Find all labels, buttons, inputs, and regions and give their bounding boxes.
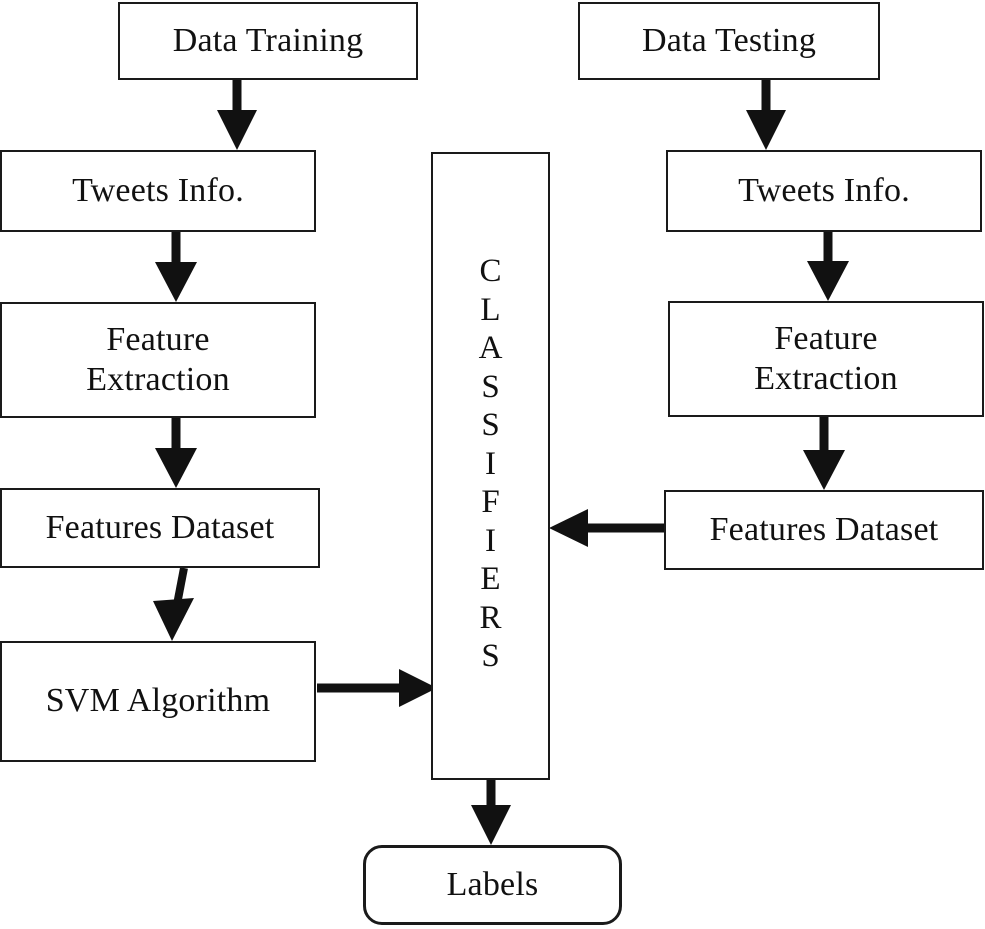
edge-data-testing-to-tweets-right (746, 80, 786, 150)
node-labels[interactable]: Labels (363, 845, 622, 925)
edge-dataset-right-to-classifiers (549, 509, 664, 547)
node-svm-algorithm[interactable]: SVM Algorithm (0, 641, 316, 762)
node-classifiers[interactable]: C L A S S I F I E R S (431, 152, 550, 780)
node-label: Feature Extraction (86, 320, 230, 398)
node-label: Data Training (172, 21, 364, 59)
edge-svm-to-classifiers (317, 669, 437, 707)
edge-feature-left-to-dataset-left (155, 418, 197, 488)
node-tweets-info-left[interactable]: Tweets Info. (0, 150, 316, 232)
node-feature-extraction-left[interactable]: Feature Extraction (0, 302, 316, 418)
node-label: SVM Algorithm (45, 682, 271, 720)
node-data-testing[interactable]: Data Testing (578, 2, 880, 80)
node-label: Data Testing (641, 21, 817, 59)
node-label: Features Dataset (45, 508, 275, 546)
node-label: Labels (446, 865, 539, 903)
node-tweets-info-right[interactable]: Tweets Info. (666, 150, 982, 232)
node-feature-extraction-right[interactable]: Feature Extraction (668, 301, 984, 417)
edge-classifiers-to-labels (471, 780, 511, 845)
node-features-dataset-right[interactable]: Features Dataset (664, 490, 984, 570)
node-label: Tweets Info. (738, 171, 910, 209)
edge-tweets-right-to-feature-right (807, 232, 849, 301)
node-label: Tweets Info. (72, 171, 244, 209)
node-label-vertical: C L A S S I F I E R S (478, 253, 503, 674)
node-label: Features Dataset (709, 510, 939, 548)
edge-data-training-to-tweets-left (217, 80, 257, 150)
edge-feature-right-to-dataset-right (803, 417, 845, 490)
node-features-dataset-left[interactable]: Features Dataset (0, 488, 320, 568)
node-data-training[interactable]: Data Training (118, 2, 418, 80)
edge-dataset-left-to-svm (153, 567, 194, 641)
node-label: Feature Extraction (754, 319, 898, 397)
edge-tweets-left-to-feature-left (155, 232, 197, 302)
